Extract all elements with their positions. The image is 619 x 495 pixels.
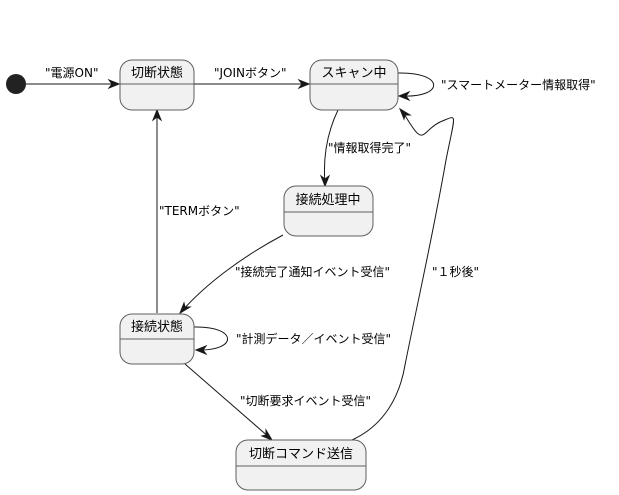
transition-power-on: "電源ON" [26, 66, 121, 90]
state-box [283, 185, 374, 237]
state-scanning[interactable]: スキャン中 [309, 59, 399, 111]
transition-connect-complete: "接続完了通知イベント受信" [178, 234, 390, 315]
edge-label-join-button: "JOINボタン" [214, 66, 287, 80]
arrowhead [194, 344, 208, 356]
edge-label-one-second-later: "１秒後" [432, 265, 479, 279]
edge-label-smart-meter-info: "スマートメーター情報取得" [441, 77, 596, 92]
state-box [309, 59, 399, 111]
edge-label-info-acquired: "情報取得完了" [328, 140, 411, 155]
transition-term-button: "TERMボタン" [151, 108, 240, 313]
transition-info-acquired: "情報取得完了" [319, 109, 411, 188]
edge-label-connect-complete: "接続完了通知イベント受信" [235, 264, 390, 279]
edge-line [184, 363, 271, 439]
state-title: 接続状態 [131, 319, 183, 335]
arrowhead [260, 428, 274, 442]
arrowhead [297, 78, 311, 90]
arrowhead [398, 107, 412, 121]
arrowhead [178, 301, 192, 315]
edge-line [323, 109, 339, 185]
edge-label-term-button: "TERMボタン" [159, 204, 240, 218]
edge-label-measurement-event: "計測データ／イベント受信" [236, 331, 391, 346]
state-box [235, 439, 367, 491]
arrowhead [107, 78, 121, 90]
initial-state-dot [6, 74, 26, 94]
transition-smart-meter-info: "スマートメーター情報取得" [397, 72, 596, 102]
edge-line [397, 72, 434, 97]
state-connected[interactable]: 接続状態 [119, 313, 195, 365]
edge-label-power-on: "電源ON" [45, 66, 98, 80]
transition-join-button: "JOINボタン" [194, 66, 311, 90]
state-title: 接続処理中 [295, 192, 360, 208]
arrowhead [151, 108, 163, 122]
state-sending-disconnect[interactable]: 切断コマンド送信 [235, 439, 367, 491]
arrowhead [319, 174, 331, 188]
transition-one-second-later: "１秒後" [351, 107, 479, 441]
transition-disconnect-request: "切断要求イベント受信" [184, 363, 371, 442]
state-disconnected[interactable]: 切断状態 [119, 59, 195, 111]
state-title: 切断コマンド送信 [249, 447, 353, 462]
edge-line [193, 326, 228, 351]
arrowhead [397, 90, 411, 102]
edge-line [351, 111, 455, 441]
state-box [119, 59, 195, 111]
state-title: スキャン中 [321, 66, 386, 81]
transition-measurement-event: "計測データ／イベント受信" [193, 326, 391, 356]
edge-line [181, 234, 284, 312]
state-connecting[interactable]: 接続処理中 [283, 185, 374, 237]
state-title: 切断状態 [131, 65, 183, 81]
edge-label-disconnect-request: "切断要求イベント受信" [240, 393, 371, 408]
